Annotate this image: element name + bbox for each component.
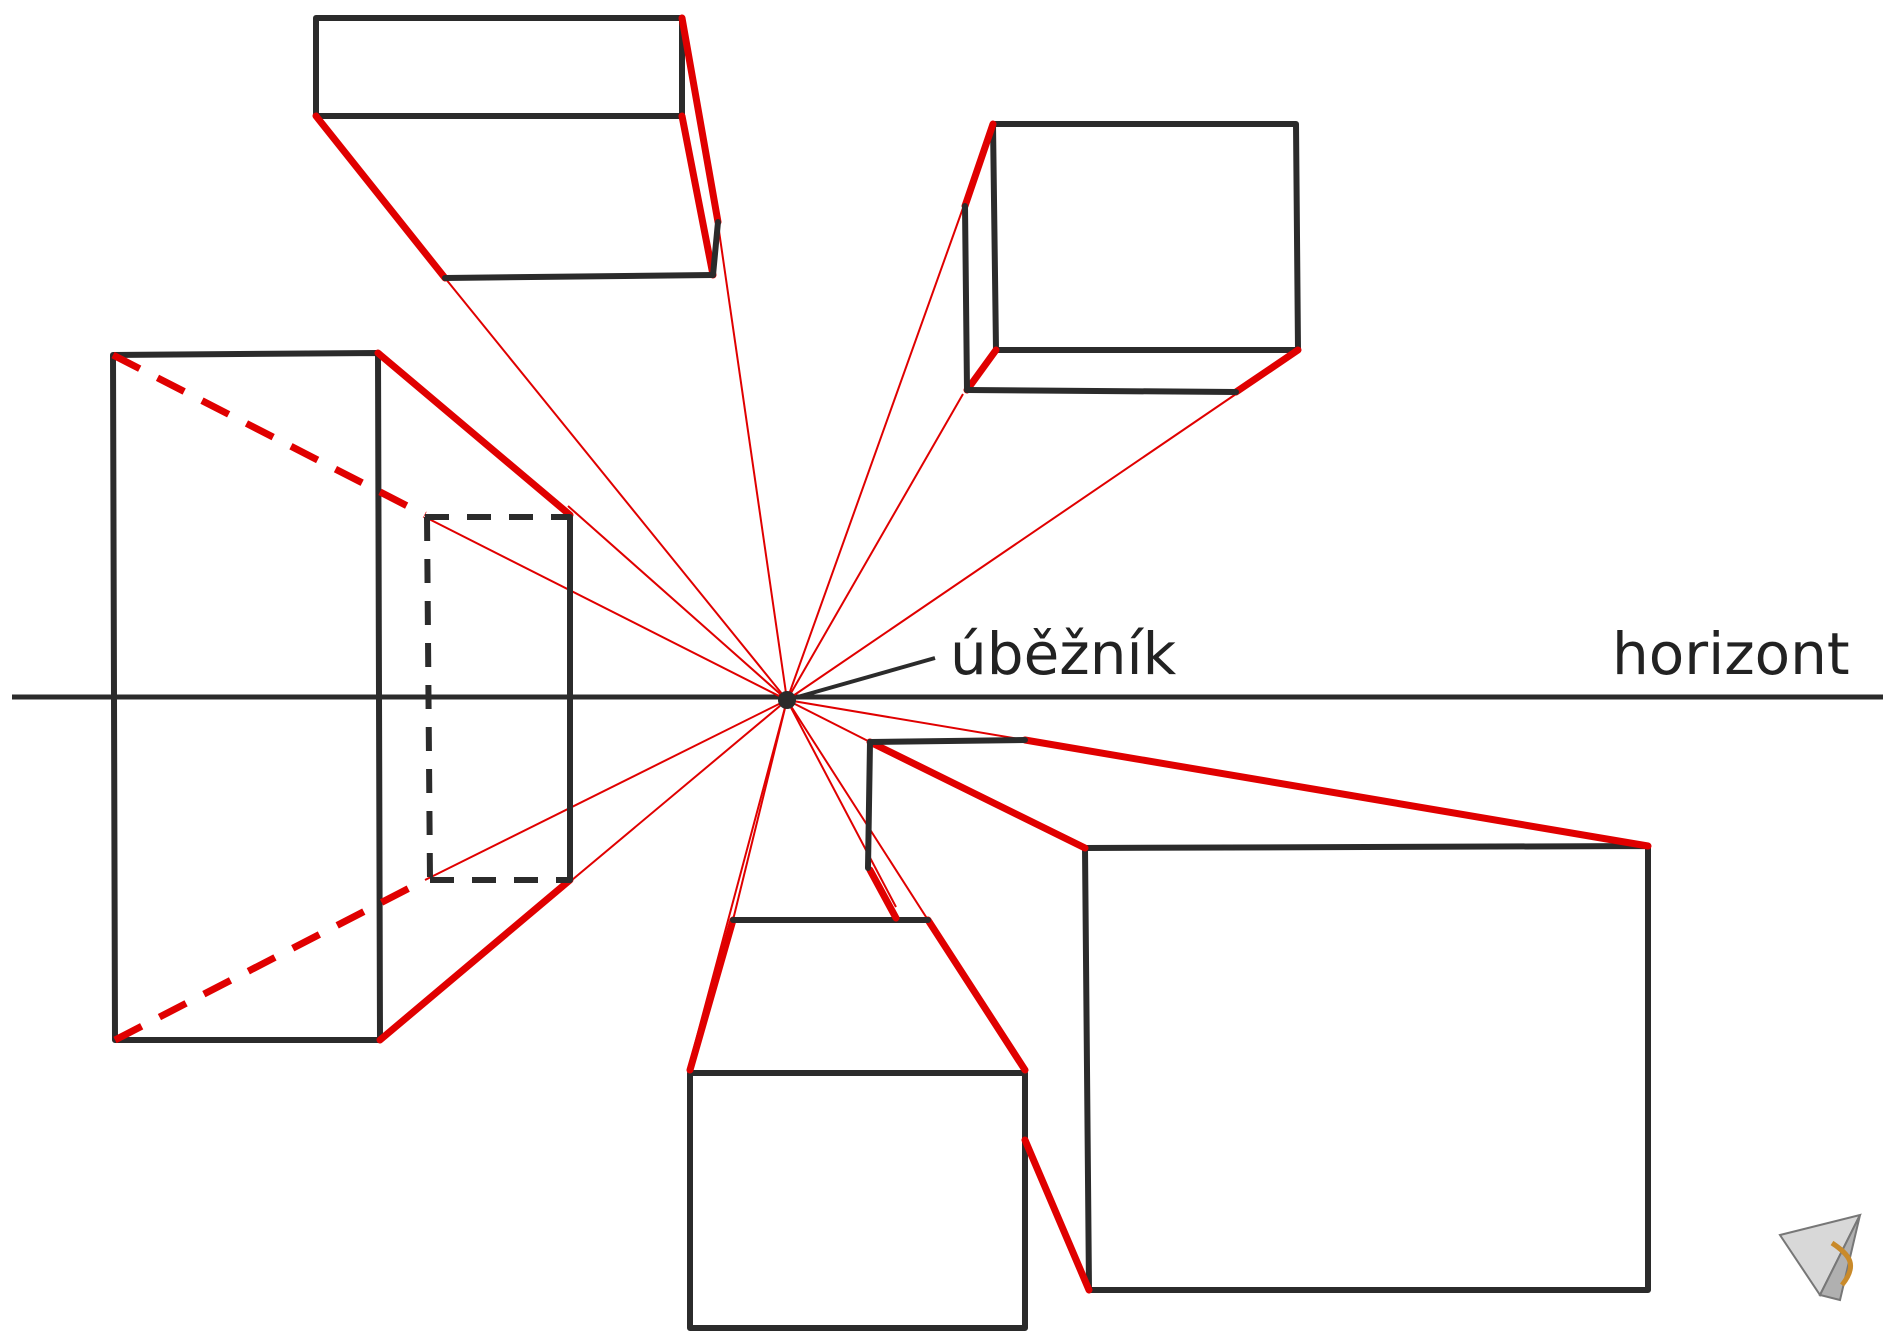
ray — [571, 699, 788, 881]
ray — [717, 223, 788, 701]
receding-edge — [866, 738, 1089, 852]
receding-edge — [678, 112, 717, 279]
ray — [786, 699, 1026, 741]
receding-edge — [963, 346, 1000, 394]
receding-edge — [1232, 346, 1302, 396]
box-top-left — [312, 14, 722, 282]
ray — [786, 699, 929, 921]
back-edge — [962, 203, 970, 393]
receding-edge — [376, 876, 574, 1044]
back-edge — [964, 387, 1239, 395]
back-edge — [867, 737, 1028, 745]
receding-edge — [1021, 736, 1652, 850]
receding-edge — [686, 916, 737, 1074]
receding-edge — [1021, 1136, 1093, 1294]
ray — [786, 393, 964, 701]
construction-rays — [424, 207, 1237, 1071]
ray — [567, 505, 788, 701]
back-edge — [442, 272, 716, 281]
ray — [424, 699, 788, 881]
receding-edge — [374, 349, 574, 519]
box-left — [110, 349, 574, 1044]
vanishing-point-pointer — [786, 656, 936, 702]
paper-airplane-logo-icon — [1778, 1213, 1862, 1302]
back-edge — [865, 739, 873, 871]
receding-edge — [866, 866, 900, 922]
vanishing-point-label: úběžník — [950, 620, 1177, 688]
hidden-receding-edge — [113, 876, 427, 1044]
receding-edge — [678, 14, 722, 226]
receding-edge — [312, 112, 449, 282]
ray — [786, 393, 1237, 701]
vanishing-point-dot — [778, 691, 796, 709]
box-front-face — [990, 121, 1301, 353]
ray — [444, 277, 788, 701]
hidden-receding-edge — [111, 351, 427, 519]
ray — [786, 207, 964, 701]
ray — [424, 516, 788, 701]
receding-edge — [924, 916, 1029, 1074]
box-bottom-right — [865, 736, 1652, 1294]
box-top-right — [961, 120, 1302, 396]
back-edge — [710, 219, 721, 278]
ray — [786, 699, 871, 743]
horizon-label: horizont — [1612, 620, 1850, 688]
hidden-back-edge — [424, 516, 433, 881]
receding-edge — [961, 120, 997, 210]
box-front-face — [1082, 843, 1651, 1293]
box-front-face — [687, 1070, 1028, 1331]
box-bottom-center — [686, 916, 1029, 1331]
ray — [786, 699, 897, 908]
box-front-face — [313, 15, 685, 119]
